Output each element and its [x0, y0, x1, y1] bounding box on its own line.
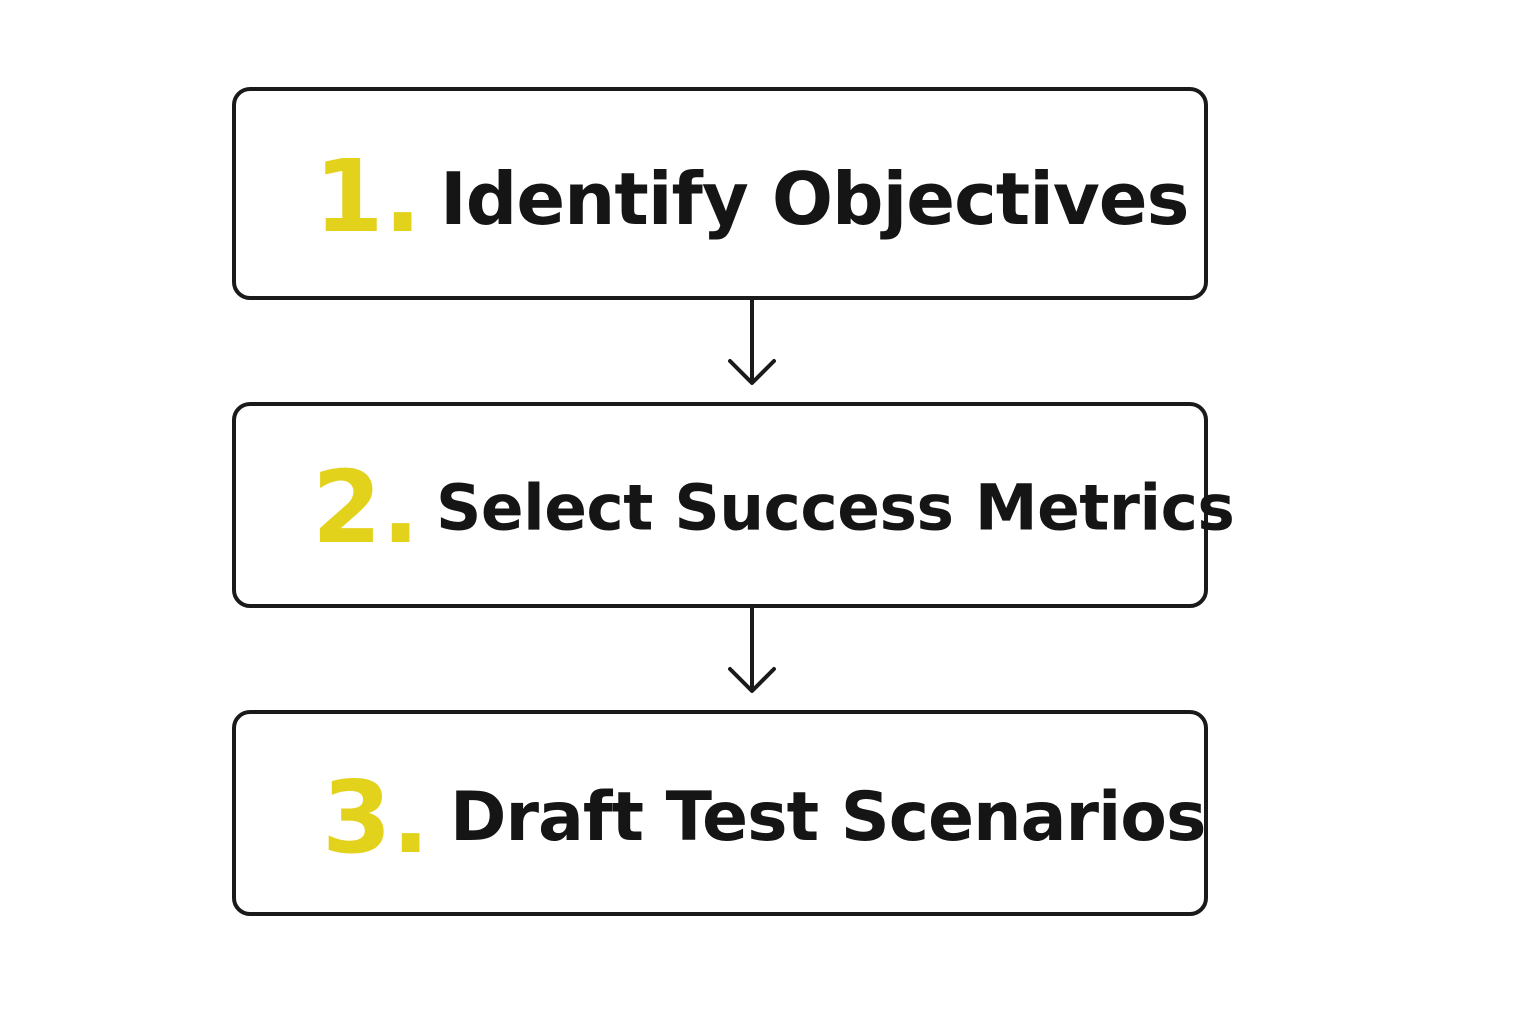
step-box-identify-objectives: 1. Identify Objectives: [232, 87, 1208, 300]
arrow-down-icon: [728, 608, 776, 693]
step-label: Identify Objectives: [440, 157, 1189, 241]
step-number: 2.: [312, 449, 420, 566]
step-number: 1.: [314, 138, 422, 255]
arrow-down-icon: [728, 300, 776, 385]
step-label: Draft Test Scenarios: [450, 778, 1206, 857]
step-box-draft-test-scenarios: 3. Draft Test Scenarios: [232, 710, 1208, 916]
step-box-select-success-metrics: 2. Select Success Metrics: [232, 402, 1235, 608]
step-number: 3.: [322, 759, 430, 876]
step-label: Select Success Metrics: [436, 471, 1235, 545]
